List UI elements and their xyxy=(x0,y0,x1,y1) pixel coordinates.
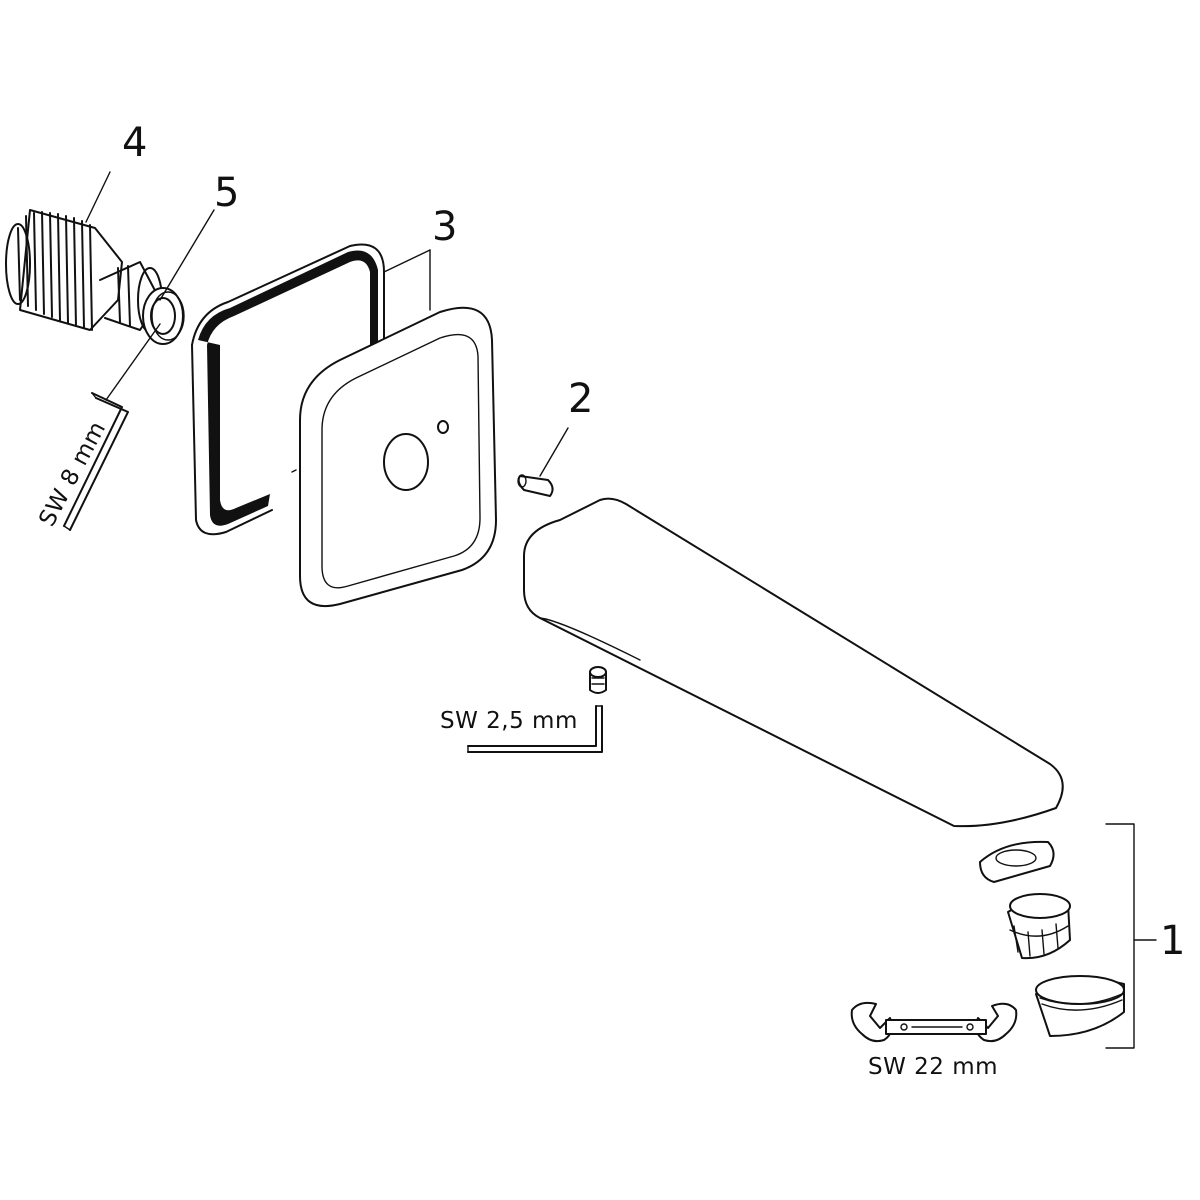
leader-part-4 xyxy=(85,171,111,223)
part-1-aerator-housing xyxy=(1035,975,1125,1037)
leader-part-2 xyxy=(539,427,569,477)
spout-body xyxy=(523,497,1064,828)
part-number-1: 1 xyxy=(1160,918,1185,964)
part-1-washer xyxy=(979,840,1055,883)
part-number-3: 3 xyxy=(432,204,457,250)
tool-label-wrench: SW 22 mm xyxy=(868,1054,998,1080)
leader-part-3-gasket xyxy=(383,249,431,273)
tool-label-hex-key-large: SW 8 mm xyxy=(34,417,111,531)
part-5-o-ring xyxy=(142,287,185,345)
leader-lines xyxy=(85,171,1157,1049)
bracket-part-1 xyxy=(1105,823,1135,1049)
part-number-2: 2 xyxy=(568,376,593,422)
part-number-5: 5 xyxy=(214,170,239,216)
hex-key-large-icon xyxy=(63,392,129,531)
leader-hex-key-large xyxy=(105,323,161,401)
part-2-pin xyxy=(517,474,554,497)
part-4-threaded-connector xyxy=(5,209,163,333)
grub-screw xyxy=(589,666,607,694)
leader-part-5 xyxy=(159,209,215,301)
part-3-cover-plate xyxy=(291,306,497,608)
part-3-gasket xyxy=(191,243,385,536)
hex-key-small-icon xyxy=(467,705,603,753)
part-1-aerator-insert xyxy=(1007,893,1071,960)
part-number-4: 4 xyxy=(122,120,147,166)
tool-label-hex-key-small: SW 2,5 mm xyxy=(440,708,578,734)
wrench-icon xyxy=(850,1001,1018,1043)
